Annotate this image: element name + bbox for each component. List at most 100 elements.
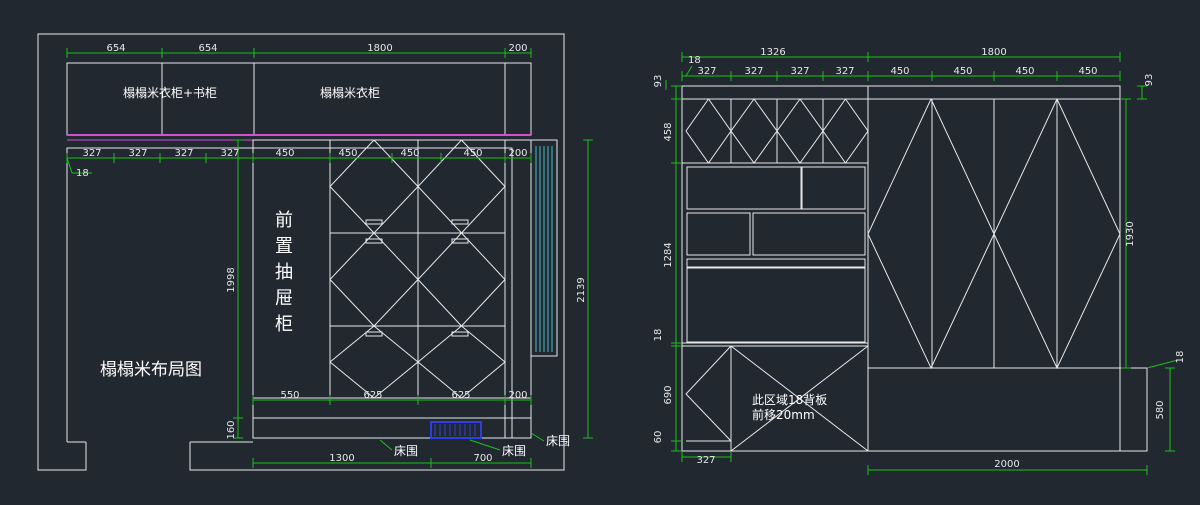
handle-5: [451, 331, 469, 337]
elev-dim-bottom-2: 2000: [994, 459, 1019, 470]
dim-base-height: 160: [226, 420, 237, 439]
elev-top-diamond-3: [822, 98, 869, 164]
elev-dim-left-3: 1284: [663, 242, 674, 267]
elev-bottom-diag-2: [730, 345, 869, 452]
dim-top-3: 1800: [367, 43, 392, 54]
label-wardrobe-bookcase: 榻榻米衣柜+书柜: [123, 85, 217, 100]
bed-label-3: 床围: [546, 434, 570, 448]
left-dimension-lines: [66, 48, 593, 468]
shelf-box-2: [801, 166, 866, 210]
elev-leader-small: [685, 65, 693, 77]
door-diamond-0-2: [329, 325, 419, 399]
elev-base-platform: [1120, 367, 1148, 452]
room-inner-wall: [66, 147, 513, 442]
drawer-title-3: 抽: [275, 262, 293, 283]
drawer-title-1: 前: [275, 210, 293, 231]
dim-top-2: 654: [198, 43, 217, 54]
door-diamond-1-1: [417, 232, 506, 327]
elev-dim-right-1: 93: [1144, 74, 1155, 87]
bed-base-lower: [252, 417, 532, 439]
elev-dim-left-5: 690: [663, 385, 674, 404]
elev-dim-sub-1: 327: [697, 66, 716, 77]
dim-mid-4: 327: [220, 148, 239, 159]
door-diamond-1-2: [417, 325, 506, 399]
handle-4: [365, 331, 383, 337]
elev-dim-sub-8: 450: [1078, 66, 1097, 77]
handle-0: [365, 219, 383, 225]
wardrobe-elevation: [681, 85, 1148, 452]
elev-dim-top-1: 1326: [760, 47, 785, 58]
dim-bottom-2: 625: [363, 390, 382, 401]
handle-1: [365, 238, 383, 244]
drawer-title-2: 置: [275, 236, 293, 257]
elev-dim-left-6: 60: [653, 431, 664, 444]
blue-heater-block: [430, 421, 482, 439]
shelf-box-6: [686, 267, 866, 343]
elevation-diamond-lines: [685, 98, 1121, 452]
dim-mid-5: 450: [275, 148, 294, 159]
dim-mid-6: 450: [338, 148, 357, 159]
handle-2: [451, 219, 469, 225]
leader-bed-2: [469, 439, 501, 451]
elev-leader-18: [1146, 359, 1179, 369]
right-dimension-text: 1326 1800 18 327 327 327 327 450 450 450…: [653, 47, 1186, 470]
rail-frame: [530, 139, 558, 357]
label-wardrobe: 榻榻米衣柜: [320, 85, 380, 100]
elev-dim-left-4: 18: [653, 329, 664, 342]
dim-base-2: 700: [473, 453, 492, 464]
right-dimension-lines: [665, 52, 1179, 475]
dim-base-1: 1300: [329, 453, 354, 464]
dim-mid-7: 450: [400, 148, 419, 159]
elev-top-diamond-1: [730, 98, 778, 164]
leader-thickness: [66, 157, 73, 174]
bed-label-2: 床围: [502, 444, 526, 458]
shelf-box-5: [686, 258, 866, 268]
room-wall-outline: [37, 33, 565, 471]
dim-mid-2: 327: [128, 148, 147, 159]
elev-dim-top-2: 1800: [981, 47, 1006, 58]
elev-outer-frame: [681, 85, 1121, 452]
shelf-box-3: [686, 212, 751, 256]
elev-dim-sub-3: 327: [790, 66, 809, 77]
drawer-title-4: 屉: [275, 288, 293, 309]
elev-top-diamond-2: [776, 98, 824, 164]
dim-left-height: 1998: [226, 267, 237, 292]
dim-right-height: 2139: [576, 277, 587, 302]
handle-3: [451, 238, 469, 244]
bed-base-platform: [252, 397, 532, 419]
bed-label-1: 床围: [394, 444, 418, 458]
elev-dim-small: 18: [688, 55, 701, 66]
elev-dim-left-2: 458: [663, 122, 674, 141]
dim-thickness: 18: [76, 168, 89, 179]
drawer-handles: [365, 219, 469, 337]
shelf-box-1: [686, 166, 802, 210]
dim-mid-8: 450: [463, 148, 482, 159]
dim-mid-3: 327: [174, 148, 193, 159]
door-diamond-0-1: [329, 232, 419, 327]
leader-bed-1: [379, 439, 393, 451]
dim-bottom-1: 550: [280, 390, 299, 401]
elev-dim-sub-5: 450: [890, 66, 909, 77]
elev-dim-sub-4: 327: [835, 66, 854, 77]
left-dimension-text: 654 654 1800 200 327 327 327 327 450 450…: [76, 43, 587, 464]
dim-mid-9: 200: [508, 148, 527, 159]
elev-dim-right-2: 1930: [1125, 221, 1136, 246]
door-diamond-1-0: [417, 139, 506, 234]
dim-top-1: 654: [106, 43, 125, 54]
dim-bottom-4: 200: [508, 390, 527, 401]
drawer-title-5: 柜: [275, 314, 293, 335]
elev-dim-sub-6: 450: [953, 66, 972, 77]
room-title: 榻榻米布局图: [100, 360, 202, 380]
note-line-1: 此区域18背板: [752, 393, 827, 407]
leader-bed-3: [530, 432, 545, 442]
elev-dim-sub-7: 450: [1015, 66, 1034, 77]
elev-dim-left-1: 93: [653, 75, 664, 88]
elev-dim-bottom-1: 327: [696, 455, 715, 466]
elev-dim-right-4: 580: [1155, 400, 1166, 419]
elev-dim-sub-2: 327: [744, 66, 763, 77]
elev-bottom-left-v: [685, 345, 732, 442]
shelf-box-4: [752, 212, 866, 256]
note-line-2: 前移20mm: [752, 407, 815, 422]
elev-top-diamond-0: [685, 98, 732, 164]
